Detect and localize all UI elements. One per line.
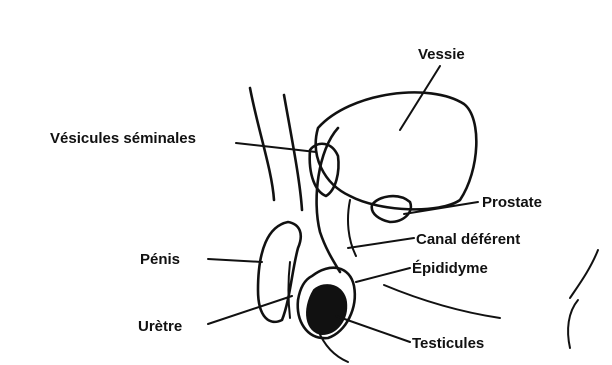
penis-leader: [208, 259, 262, 262]
testicules-leader: [336, 316, 410, 342]
penis-shape: [258, 222, 301, 322]
body-outline: [250, 88, 598, 362]
canal-leader: [348, 238, 414, 248]
label-vessie: Vessie: [418, 46, 465, 63]
epididyme-leader: [356, 268, 410, 282]
label-canal-deferent: Canal déférent: [416, 231, 520, 248]
bladder-shape: [316, 92, 477, 209]
label-uretre: Urètre: [138, 318, 182, 335]
label-penis: Pénis: [140, 251, 180, 268]
label-vesicules-seminales: Vésicules séminales: [50, 130, 196, 147]
label-epididyme: Épididyme: [412, 260, 488, 277]
label-testicules: Testicules: [412, 335, 484, 352]
vesicules-leader: [236, 143, 316, 152]
vessie-leader: [400, 66, 440, 130]
vas-deferens-shape: [317, 128, 340, 272]
label-prostate: Prostate: [482, 194, 542, 211]
testicle-shape: [307, 285, 346, 334]
prostate-leader: [404, 202, 478, 214]
